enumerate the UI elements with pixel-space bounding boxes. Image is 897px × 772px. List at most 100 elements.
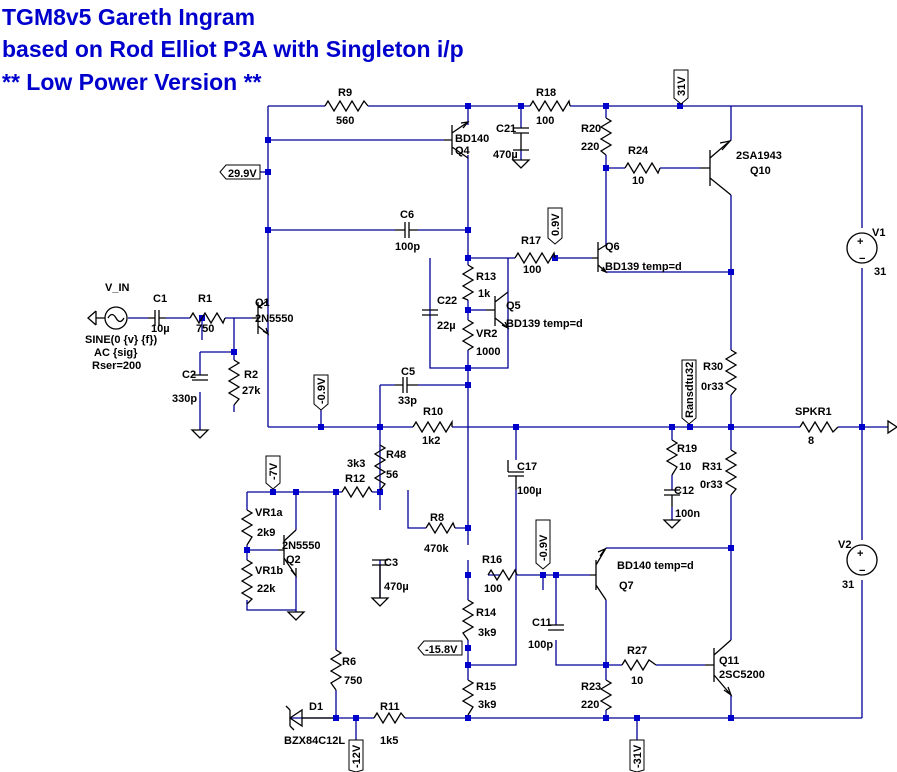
q10-symbol — [700, 139, 732, 196]
c11-symbol — [548, 624, 564, 631]
svg-text:-12V: -12V — [351, 744, 363, 768]
net-tag-0-9v: 0.9V — [547, 207, 563, 245]
ground-symbol — [887, 419, 897, 435]
svg-text:−: − — [859, 565, 865, 577]
value-vr1b: 22k — [257, 583, 276, 595]
transistors — [252, 121, 733, 697]
type-q6: BD139 temp=d — [605, 261, 682, 273]
r24-symbol — [624, 161, 661, 175]
wires — [128, 105, 888, 740]
q6-symbol — [592, 242, 607, 273]
label-q1: Q1 — [255, 297, 270, 309]
label-vr2: VR2 — [476, 328, 497, 340]
c6-symbol — [395, 222, 418, 238]
label-q10: Q10 — [750, 165, 771, 177]
label-q5: Q5 — [506, 300, 521, 312]
value-r8: 470k — [424, 543, 449, 555]
grounds — [190, 159, 897, 621]
r11-symbol — [373, 711, 406, 725]
svg-text:−: − — [859, 253, 865, 265]
label-q2: Q2 — [286, 554, 301, 566]
net-tag-minus-7v: -7V — [265, 455, 281, 490]
r23-symbol — [599, 679, 613, 711]
svg-text:-0.9V: -0.9V — [538, 534, 550, 561]
r1-symbol — [189, 311, 226, 325]
value-r14: 3k9 — [478, 627, 496, 639]
value-c3: 470µ — [384, 581, 409, 593]
r48-symbol — [373, 444, 387, 491]
label-q11: Q11 — [719, 655, 739, 667]
value-r30: 0r33 — [701, 381, 724, 393]
net-tag-minus-0-9v-b: -0.9V — [535, 519, 551, 570]
r18-symbol — [529, 99, 571, 113]
r15-symbol — [461, 679, 475, 716]
q5-symbol — [486, 291, 509, 329]
type-q11: 2SC5200 — [719, 669, 765, 681]
value-r12: 3k3 — [347, 458, 365, 470]
value-r15: 3k9 — [478, 699, 496, 711]
net-tag-minus-31v: -31V — [629, 739, 645, 772]
r14-symbol — [461, 599, 475, 641]
label-c1: C1 — [153, 293, 167, 305]
r2-symbol — [227, 359, 241, 406]
value-v1: 31 — [874, 266, 886, 278]
ground-symbol — [286, 611, 306, 621]
svg-text:-0.9V: -0.9V — [316, 377, 328, 404]
value-c2: 330p — [172, 393, 197, 405]
value-c12: 100n — [675, 508, 700, 520]
label-vin: V_IN — [105, 282, 130, 294]
label-c12: C12 — [674, 485, 694, 497]
value-c5: 33p — [398, 395, 417, 407]
vin-rser: Rser=200 — [92, 360, 141, 372]
net-tag-minus-0-9v-a: -0.9V — [313, 374, 329, 411]
label-r11: R11 — [380, 701, 400, 713]
r13-symbol — [461, 264, 475, 301]
net-tags: 31V 29.9V 0.9V -0.9V Ransdtu32 -7V — [219, 69, 697, 772]
c17-symbol — [507, 460, 524, 490]
value-r2: 27k — [242, 385, 261, 397]
value-vr1a: 2k9 — [257, 527, 275, 539]
title-line-2: based on Rod Elliot P3A with Singleton i… — [2, 36, 464, 62]
value-r24: 10 — [632, 175, 644, 187]
vr1b-symbol — [240, 559, 254, 605]
label-c17: C17 — [517, 461, 537, 473]
value-r11: 1k5 — [380, 735, 398, 747]
ground-symbol — [662, 519, 682, 529]
label-v1: V1 — [872, 227, 885, 239]
net-tag-minus-15-8v: -15.8V — [417, 640, 463, 656]
label-r19: R19 — [677, 443, 697, 455]
label-q4: Q4 — [455, 145, 471, 157]
value-r6: 750 — [344, 675, 362, 687]
value-r13: 1k — [478, 288, 491, 300]
type-q4: BD140 — [455, 133, 489, 145]
label-r15: R15 — [476, 681, 496, 693]
vin-sine: SINE(0 {v} {f}) — [85, 334, 157, 346]
label-d1: D1 — [309, 701, 323, 713]
label-r20: R20 — [581, 123, 601, 135]
label-r12: R12 — [345, 473, 365, 485]
value-c21: 470µ — [493, 149, 518, 161]
label-spkr1: SPKR1 — [795, 406, 832, 418]
label-r13: R13 — [476, 271, 496, 283]
label-r48: R48 — [386, 449, 406, 461]
label-c21: C21 — [496, 123, 516, 135]
label-vr1a: VR1a — [255, 507, 283, 519]
value-r48: 56 — [386, 469, 398, 481]
title-line-3: ** Low Power Version ** — [2, 69, 262, 95]
svg-text:29.9V: 29.9V — [228, 168, 257, 180]
net-tag-31v: 31V — [673, 69, 689, 105]
value-r31: 0r33 — [700, 479, 723, 491]
c12-symbol — [664, 489, 680, 507]
label-r31: R31 — [702, 461, 722, 473]
r8-symbol — [425, 521, 456, 535]
label-r16: R16 — [482, 554, 502, 566]
sources: + − + − — [87, 232, 878, 577]
value-v2: 31 — [842, 579, 854, 591]
spkr1-symbol — [799, 420, 839, 434]
label-c6: C6 — [400, 209, 414, 221]
type-q5: BD139 temp=d — [506, 318, 583, 330]
c5-symbol — [395, 377, 418, 393]
svg-text:-15.8V: -15.8V — [425, 644, 458, 656]
r9-symbol — [324, 99, 369, 113]
